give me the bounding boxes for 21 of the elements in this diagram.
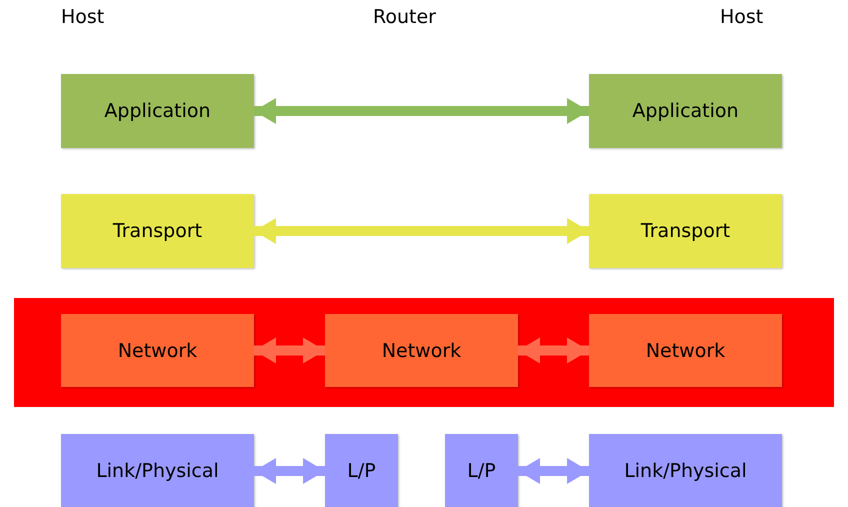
layer-box: L/P bbox=[445, 434, 518, 507]
layer-box: Network bbox=[61, 314, 254, 387]
layer-box: Application bbox=[61, 74, 254, 148]
layer-box: Application bbox=[589, 74, 782, 148]
double-arrow bbox=[518, 458, 589, 484]
double-arrow bbox=[254, 458, 325, 484]
double-arrow bbox=[518, 338, 589, 364]
layer-box: L/P bbox=[325, 434, 398, 507]
layer-box: Network bbox=[589, 314, 782, 387]
double-arrow bbox=[254, 98, 589, 124]
network-band bbox=[14, 298, 834, 407]
layer-box: Link/Physical bbox=[61, 434, 254, 507]
layer-box: Transport bbox=[61, 194, 254, 268]
double-arrow bbox=[254, 338, 325, 364]
double-arrow bbox=[254, 218, 589, 244]
layer-box: Network bbox=[325, 314, 518, 387]
column-heading: Host bbox=[720, 6, 764, 28]
column-heading: Router bbox=[373, 6, 436, 28]
column-heading: Host bbox=[61, 6, 104, 28]
layer-box: Transport bbox=[589, 194, 782, 268]
layer-box: Link/Physical bbox=[589, 434, 782, 507]
